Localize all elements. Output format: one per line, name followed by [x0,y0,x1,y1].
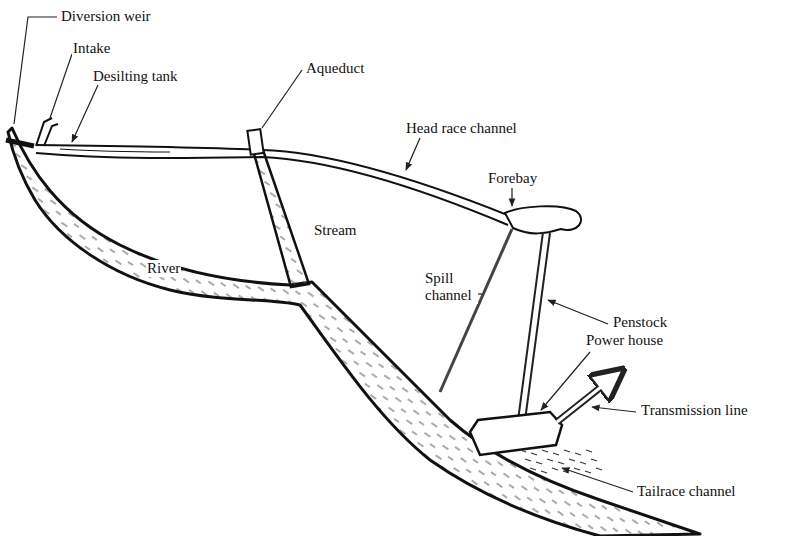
intake-structure [36,118,58,146]
water-dash [553,453,559,455]
spill-channel [440,229,512,392]
water-dash [525,459,531,461]
part-label: Head race channel [405,120,518,137]
part-label: Stream [313,222,358,239]
water-dash [596,468,602,470]
part-label: Intake [72,40,111,57]
river [8,128,700,536]
part-label: Desilting tank [92,68,179,85]
water-dash [586,450,592,452]
part-label: Power house [585,332,664,349]
part-label: Transmission line [640,402,749,419]
water-dash [563,471,569,473]
water-dash [569,459,575,461]
part-label: Tailrace channel [636,483,736,500]
water-dash [558,462,564,464]
part-label: Spill channel [424,270,478,304]
leader-lines [14,17,636,492]
water-dash [530,468,536,470]
water-dash [574,468,580,470]
part-label: Diversion weir [60,8,152,25]
water-dash [542,450,548,452]
penstock [517,232,543,428]
transmission-line [557,375,616,422]
part-label: River [146,260,181,277]
water-dash [541,471,547,473]
water-dash [591,459,597,461]
diversion-weir [6,140,34,146]
penstock [524,233,550,428]
tailrace-channel [520,450,602,473]
part-label: Penstock [612,314,668,331]
water-dash [547,459,553,461]
power-house [470,412,562,455]
aqueduct [247,129,263,155]
water-dash [580,462,586,464]
water-dash [531,453,537,455]
head-race-channel [36,153,508,225]
part-label: Forebay [487,170,538,187]
part-label: Aqueduct [305,60,365,77]
water-dash [564,450,570,452]
water-dash [536,462,542,464]
head-race-channel [36,145,510,216]
stream [253,150,309,287]
forebay [505,206,581,233]
water-dash [575,453,581,455]
water-dash [552,468,558,470]
water-dash [520,450,526,452]
water-dash [585,471,591,473]
desilting-tank [60,149,170,152]
